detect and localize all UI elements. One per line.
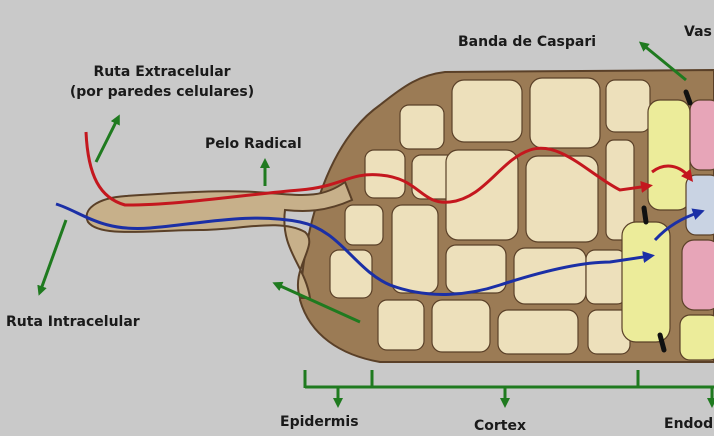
intracellular-route-label: Ruta Intracelular xyxy=(6,314,140,330)
endodermis-label: Endod xyxy=(664,416,713,432)
vascular-label: Vas xyxy=(684,24,712,40)
root-hair-label: Pelo Radical xyxy=(205,136,302,152)
extracellular-route-label-line2: (por paredes celulares) xyxy=(42,84,282,100)
tissue-brackets xyxy=(305,370,714,404)
extracellular-route-label-line1: Ruta Extracelular xyxy=(42,64,282,80)
cortex-label: Cortex xyxy=(474,418,526,434)
epidermis-label: Epidermis xyxy=(280,414,359,430)
root-tissue xyxy=(300,70,714,362)
casparian-band-label: Banda de Caspari xyxy=(458,34,596,50)
